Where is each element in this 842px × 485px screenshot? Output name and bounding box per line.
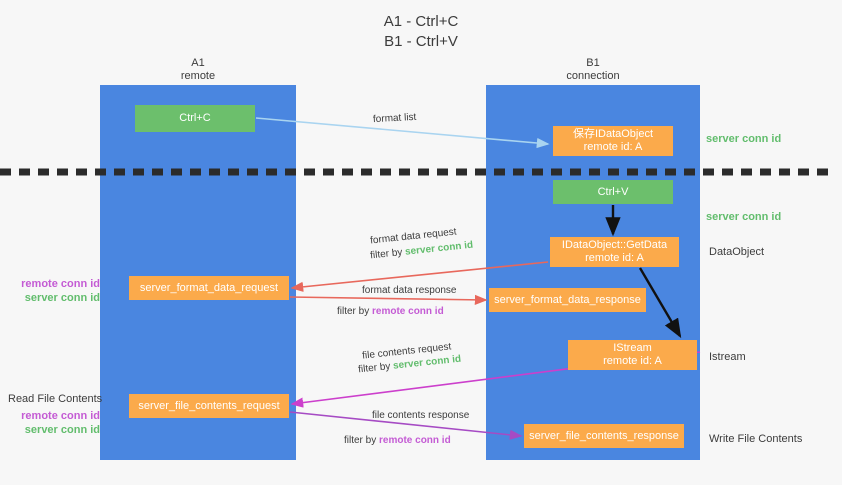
- box-save-idataobject-line1: 保存IDataObject: [572, 128, 654, 140]
- left-label-conn-id-pair-2: remote conn id server conn id: [8, 409, 100, 437]
- box-server-format-data-request[interactable]: server_format_data_request: [129, 276, 289, 300]
- right-label-dataobject-text: DataObject: [709, 246, 765, 258]
- left-label-remote-conn-id-2: remote conn id: [21, 410, 100, 422]
- arrow-label-format-list: format list: [373, 110, 417, 127]
- filter-prefix: filter by: [357, 360, 394, 376]
- box-ctrl-c-label: Ctrl+C: [179, 112, 211, 124]
- box-save-idataobject[interactable]: 保存IDataObject remote id: A: [553, 126, 673, 156]
- left-label-read-file-contents-text: Read File Contents: [8, 393, 103, 405]
- left-label-conn-id-pair-1: remote conn id server conn id: [8, 277, 100, 305]
- column-a1-name: A1: [191, 57, 205, 69]
- title-line-1: A1 - Ctrl+C: [383, 13, 459, 30]
- arrow-label-format-data-response-text: format data response: [362, 285, 457, 296]
- arrow-label-file-contents-response-text: file contents response: [372, 410, 470, 421]
- column-a1-role: remote: [180, 70, 216, 82]
- right-label-server-conn-id-top-text: server conn id: [706, 133, 782, 145]
- box-istream[interactable]: IStream remote id: A: [568, 340, 697, 370]
- right-label-dataobject: DataObject: [709, 245, 764, 259]
- box-ctrl-v[interactable]: Ctrl+V: [553, 180, 673, 204]
- left-label-read-file-contents: Read File Contents: [8, 392, 106, 406]
- box-server-format-data-request-label: server_format_data_request: [139, 281, 279, 294]
- right-label-istream-text: Istream: [709, 351, 746, 363]
- right-label-server-conn-id-mid-text: server conn id: [706, 211, 782, 223]
- right-label-server-conn-id-top: server conn id: [706, 132, 781, 146]
- filter-key-remote-conn-id: remote conn id: [372, 306, 444, 317]
- box-save-idataobject-line2: remote id: A: [583, 141, 643, 153]
- arrow-label-format-data-response-filter: filter by remote conn id: [337, 304, 444, 319]
- left-label-server-conn-id-1: server conn id: [24, 292, 100, 304]
- arrow-label-format-data-response: format data response: [362, 283, 457, 298]
- box-server-format-data-response-label: server_format_data_response: [494, 293, 641, 306]
- box-istream-line1: IStream: [613, 342, 652, 354]
- box-idataobject-getdata[interactable]: IDataObject::GetData remote id: A: [550, 237, 679, 267]
- box-getdata-line2: remote id: A: [585, 252, 644, 264]
- box-ctrl-v-label: Ctrl+V: [597, 185, 629, 198]
- arrow-label-format-list-text: format list: [372, 111, 417, 126]
- left-label-remote-conn-id-1: remote conn id: [21, 278, 100, 290]
- right-label-write-file-contents: Write File Contents: [709, 432, 802, 446]
- box-server-file-contents-response-label: server_file_contents_response: [529, 429, 679, 442]
- filter-prefix: filter by: [344, 435, 380, 446]
- column-b1-name: B1: [586, 57, 600, 69]
- box-server-file-contents-request[interactable]: server_file_contents_request: [129, 394, 289, 418]
- box-istream-line2: remote id: A: [603, 355, 662, 367]
- filter-prefix: filter by: [369, 246, 406, 262]
- diagram-title: A1 - Ctrl+C B1 - Ctrl+V: [0, 12, 842, 52]
- arrow-label-file-contents-response-filter: filter by remote conn id: [344, 433, 451, 448]
- box-server-file-contents-request-label: server_file_contents_request: [138, 399, 280, 412]
- box-ctrl-c[interactable]: Ctrl+C: [135, 105, 255, 132]
- left-label-server-conn-id-2: server conn id: [24, 424, 100, 436]
- box-server-format-data-response[interactable]: server_format_data_response: [489, 288, 646, 312]
- right-label-istream: Istream: [709, 350, 746, 364]
- filter-prefix: filter by: [337, 306, 373, 317]
- column-b1-role: connection: [566, 70, 620, 82]
- arrow-label-file-contents-response: file contents response: [372, 408, 469, 423]
- column-header-b1: B1 connection: [486, 57, 700, 83]
- title-line-2: B1 - Ctrl+V: [384, 33, 458, 50]
- box-server-file-contents-response[interactable]: server_file_contents_response: [524, 424, 684, 448]
- filter-key-remote-conn-id: remote conn id: [379, 435, 451, 446]
- right-label-write-file-contents-text: Write File Contents: [709, 433, 803, 445]
- right-label-server-conn-id-mid: server conn id: [706, 210, 781, 224]
- box-getdata-line1: IDataObject::GetData: [561, 239, 668, 251]
- column-header-a1: A1 remote: [100, 57, 296, 83]
